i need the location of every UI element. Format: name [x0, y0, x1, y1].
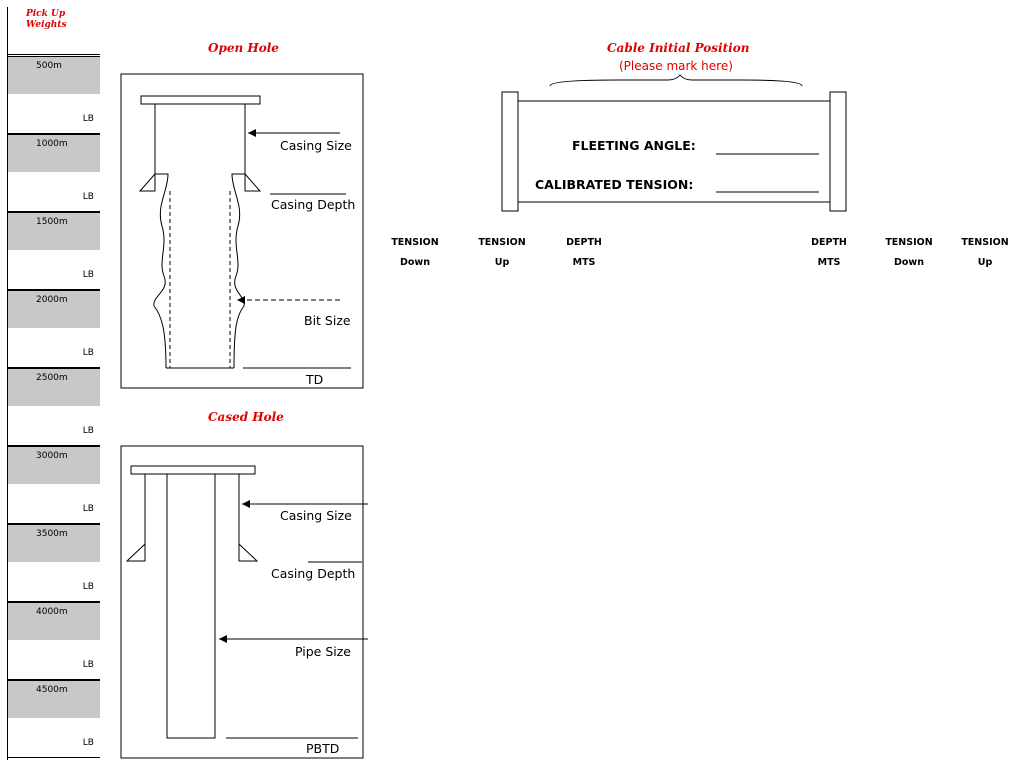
column-header: DEPTH MTS — [549, 233, 619, 273]
weight-depth-label: 1000m — [8, 134, 100, 172]
weight-unit-label: LB — [82, 192, 94, 202]
weight-row-divider — [8, 679, 100, 680]
open-hole-wall-right — [231, 173, 245, 369]
open-hole-frame — [120, 73, 364, 389]
column-header-line1: TENSION — [961, 237, 1009, 248]
weight-unit-label: LB — [82, 582, 94, 592]
cased-hole-pipe — [166, 473, 216, 739]
open-hole-shoe-right — [244, 172, 262, 192]
weight-unit-label: LB — [82, 738, 94, 748]
weight-row-divider — [8, 289, 100, 290]
column-header-line2: Down — [894, 257, 924, 268]
weight-row-divider — [8, 367, 100, 368]
open-hole-wall-left — [153, 173, 169, 369]
column-header-line2: MTS — [572, 257, 596, 268]
column-header: TENSION Up — [467, 233, 537, 273]
column-header-line2: MTS — [817, 257, 841, 268]
weight-unit-label: LB — [82, 114, 94, 124]
weight-row-divider — [8, 757, 100, 758]
weight-depth-label: 2000m — [8, 290, 100, 328]
cased-hole-wellhead — [130, 465, 256, 475]
pickup-weights-title-line2: Weights — [26, 20, 67, 30]
column-header-line2: Up — [977, 257, 993, 268]
cased-hole-shoe-left — [125, 542, 146, 562]
cased-hole-casing-size-label: Casing Size — [280, 508, 352, 523]
open-hole-shoe-left — [138, 172, 156, 192]
weight-unit-label: LB — [82, 504, 94, 514]
cased-hole-shoe-right — [238, 542, 259, 562]
column-header-line2: Up — [494, 257, 510, 268]
weight-row-divider — [8, 445, 100, 446]
weight-row-divider — [8, 523, 100, 524]
open-hole-td-label: TD — [306, 372, 324, 387]
column-header: TENSION Down — [874, 233, 944, 273]
pickup-weights-header: Pick Up Weights — [8, 7, 100, 55]
column-header-line1: TENSION — [391, 237, 439, 248]
cable-drum-diagram — [501, 74, 847, 212]
cable-drum-right-flange — [829, 91, 847, 212]
cased-hole-pbtd-label: PBTD — [306, 741, 340, 756]
weight-depth-label: 1500m — [8, 212, 100, 250]
weight-unit-label: LB — [82, 660, 94, 670]
column-header-line1: DEPTH — [566, 237, 602, 248]
column-header-line1: DEPTH — [811, 237, 847, 248]
weight-unit-label: LB — [82, 348, 94, 358]
weight-unit-label: LB — [82, 270, 94, 280]
column-header: TENSION Up — [950, 233, 1020, 273]
weight-row-divider — [8, 601, 100, 602]
cased-hole-diagram — [120, 445, 368, 759]
column-header: TENSION Down — [380, 233, 450, 273]
calibrated-tension-label: CALIBRATED TENSION: — [535, 177, 694, 192]
column-header-line1: TENSION — [478, 237, 526, 248]
column-header-line2: Down — [400, 257, 430, 268]
weight-depth-label: 500m — [8, 56, 100, 94]
column-header-line1: TENSION — [885, 237, 933, 248]
open-hole-bit-size-label: Bit Size — [304, 313, 351, 328]
cable-title: Cable Initial Position — [607, 41, 750, 55]
cased-hole-pipe-size-label: Pipe Size — [295, 644, 351, 659]
weight-row-divider — [8, 133, 100, 134]
open-hole-casing-depth-label: Casing Depth — [271, 197, 356, 212]
column-header: DEPTH MTS — [794, 233, 864, 273]
cable-brace — [549, 74, 803, 87]
open-hole-diagram — [120, 73, 364, 389]
weight-unit-label: LB — [82, 426, 94, 436]
weight-row-divider — [8, 211, 100, 212]
cable-subtitle: (Please mark here) — [619, 59, 733, 73]
pickup-weights-title-line1: Pick Up — [26, 9, 66, 19]
cable-drum-left-flange — [501, 91, 519, 212]
open-hole-casing-size-label: Casing Size — [280, 138, 352, 153]
cased-hole-frame — [120, 445, 364, 759]
weight-depth-label: 4500m — [8, 680, 100, 718]
open-hole-wellhead — [140, 95, 261, 105]
cased-hole-casing-depth-label: Casing Depth — [271, 566, 356, 581]
weight-depth-label: 4000m — [8, 602, 100, 640]
weight-depth-label: 2500m — [8, 368, 100, 406]
weight-depth-label: 3500m — [8, 524, 100, 562]
fleeting-angle-label: FLEETING ANGLE: — [572, 138, 696, 153]
weight-depth-label: 3000m — [8, 446, 100, 484]
open-hole-title: Open Hole — [208, 41, 279, 55]
cased-hole-title: Cased Hole — [208, 410, 284, 424]
